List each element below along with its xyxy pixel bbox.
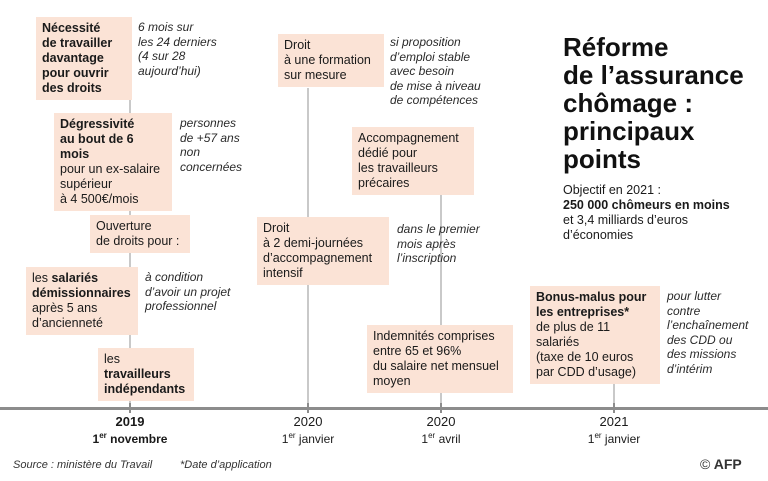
box-indemnites-line: du salaire net mensuel <box>373 359 499 373</box>
box-indemnites: Indemnités comprises entre 65 et 96% du … <box>367 325 513 393</box>
source-note: Source : ministère du Travail <box>13 459 153 471</box>
objective-line: et 3,4 milliards d’euros <box>563 213 689 227</box>
box-independants: les travailleurs indépendants <box>98 348 194 401</box>
box-demijournees: Droit à 2 demi-journées d’accompagnement… <box>257 217 389 285</box>
box-formation-line: sur mesure <box>284 68 347 82</box>
box-indemnites-line: Indemnités comprises <box>373 329 495 343</box>
box-salaries: les salariés démissionnaires après 5 ans… <box>26 267 138 335</box>
box-independants-line: les travailleurs <box>104 352 171 381</box>
box-degressivite: Dégressivité au bout de 6 mois pour un e… <box>54 113 172 211</box>
box-salaries-line: les salariés <box>32 271 99 285</box>
box-indemnites-line: entre 65 et 96% <box>373 344 462 358</box>
box-formation-line: Droit <box>284 38 311 52</box>
date-day-2019: 1er novembre <box>92 431 168 446</box>
box-demijournees-line: à 2 demi-journées <box>263 236 364 250</box>
box-demijournees-line: intensif <box>263 266 303 280</box>
box-necessite-line: Nécessité <box>42 21 101 35</box>
objective-highlight: 250 000 chômeurs en moins <box>563 198 730 212</box>
tick-2020-avril <box>440 403 442 413</box>
box-accompagnement-line: précaires <box>358 176 410 190</box>
box-salaries-line: d’ancienneté <box>32 316 103 330</box>
box-ouverture: Ouverture de droits pour : <box>90 215 190 253</box>
timeline-axis <box>0 407 768 410</box>
box-accompagnement: Accompagnement dédié pour les travailleu… <box>352 127 474 195</box>
box-formation-line: à une formation <box>284 53 371 67</box>
box-necessite-line: de travailler <box>42 36 113 50</box>
box-degressivite-line: à 4 500€/mois <box>60 192 139 206</box>
tick-2020-janvier <box>307 403 309 413</box>
box-necessite-line: davantage <box>42 51 104 65</box>
box-indemnites-line: moyen <box>373 374 411 388</box>
date-day-2020-janvier: 1er janvier <box>281 431 335 446</box>
date-day-2021: 1er janvier <box>587 431 641 446</box>
box-ouverture-line: Ouverture <box>96 219 152 233</box>
box-necessite-line: pour ouvrir <box>42 66 109 80</box>
box-bonus-malus: Bonus-malus pour les entreprises* de plu… <box>530 286 660 384</box>
box-accompagnement-line: Accompagnement <box>358 131 459 145</box>
box-bonus-line: les entreprises* <box>536 305 630 319</box>
box-degressivite-line: Dégressivité <box>60 117 135 131</box>
box-independants-line: indépendants <box>104 382 186 396</box>
footnote: *Date d’application <box>180 459 272 471</box>
stem-2020-avril <box>440 180 442 406</box>
date-year-2020-avril: 2020 <box>426 414 456 429</box>
objective-line: Objectif en 2021 : <box>563 183 661 197</box>
date-day-2020-avril: 1er avril <box>421 431 461 446</box>
tick-2021 <box>613 403 615 413</box>
date-year-2019: 2019 <box>115 414 145 429</box>
box-degressivite-line: au bout de 6 mois <box>60 132 134 161</box>
box-necessite: Nécessité de travailler davantage pour o… <box>36 17 132 100</box>
box-bonus-line: (taxe de 10 euros <box>536 350 634 364</box>
objective-block: Objectif en 2021 : 250 000 chômeurs en m… <box>563 183 730 243</box>
date-year-2020-janvier: 2020 <box>293 414 323 429</box>
box-bonus-line: Bonus-malus pour <box>536 290 647 304</box>
tick-2019 <box>129 403 131 413</box>
box-salaries-line: après 5 ans <box>32 301 98 315</box>
box-bonus-line: de plus de 11 salariés <box>536 320 611 349</box>
page-title: Réforme de l’assurance chômage : princip… <box>563 32 744 174</box>
box-demijournees-line: Droit <box>263 221 290 235</box>
box-degressivite-line: pour un ex-salaire <box>60 162 161 176</box>
box-necessite-line: des droits <box>42 81 102 95</box>
box-accompagnement-line: dédié pour <box>358 146 418 160</box>
afp-logo: © AFP <box>700 456 742 472</box>
box-degressivite-line: supérieur <box>60 177 113 191</box>
box-formation: Droit à une formation sur mesure <box>278 34 384 87</box>
box-salaries-line: démissionnaires <box>32 286 131 300</box>
box-accompagnement-line: les travailleurs <box>358 161 438 175</box>
date-year-2021: 2021 <box>599 414 629 429</box>
box-ouverture-line: de droits pour : <box>96 234 180 248</box>
box-bonus-line: par CDD d’usage) <box>536 365 637 379</box>
objective-line: d’économies <box>563 228 634 242</box>
box-demijournees-line: d’accompagnement <box>263 251 373 265</box>
